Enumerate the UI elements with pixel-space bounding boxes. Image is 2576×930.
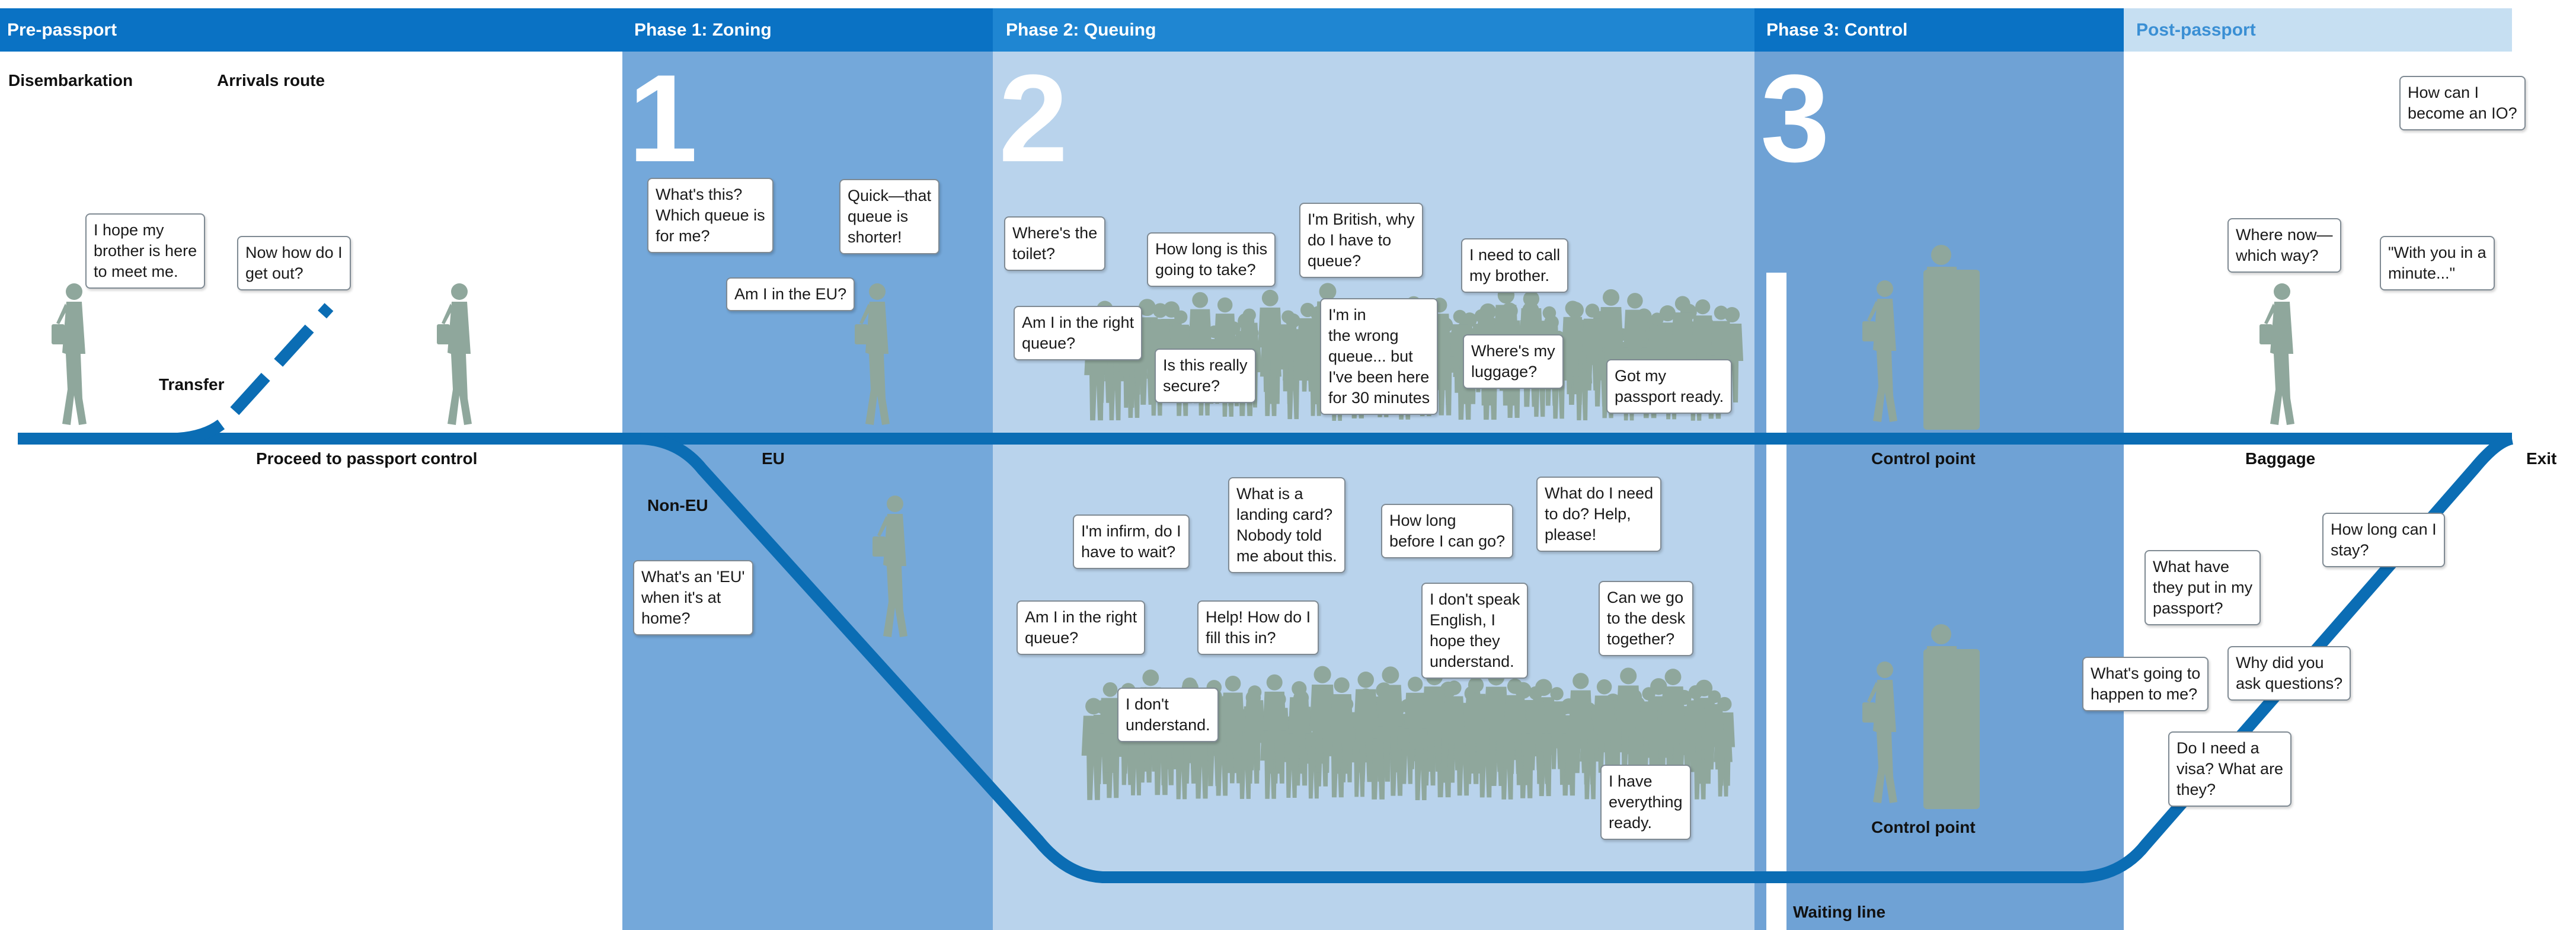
label-eu: EU — [762, 449, 785, 468]
control-barrier — [1766, 273, 1786, 930]
speech-bubble: What is a landing card? Nobody told me a… — [1228, 477, 1345, 573]
speech-bubble: How long before I can go? — [1381, 504, 1514, 558]
speech-bubble: How long can I stay? — [2322, 513, 2445, 567]
phase-header-pre: Pre-passport — [7, 20, 117, 40]
phase-header-post: Post-passport — [2136, 20, 2256, 40]
label-waiting-line: Waiting line — [1793, 903, 1886, 921]
label-transfer: Transfer — [159, 375, 225, 394]
speech-bubble: Help! How do I fill this in? — [1197, 600, 1319, 655]
speech-bubble: I don't speak English, I hope they under… — [1421, 583, 1529, 679]
speech-bubble: Is this really secure? — [1155, 349, 1256, 403]
label-disembarkation: Disembarkation — [8, 71, 133, 90]
speech-bubble: I don't understand. — [1117, 688, 1219, 742]
speech-bubble: "With you in a minute..." — [2380, 236, 2495, 290]
route-lines — [18, 303, 2514, 883]
speech-bubble: I have everything ready. — [1600, 765, 1691, 840]
speech-bubble: I'm infirm, do I have to wait? — [1073, 514, 1190, 569]
speech-bubble: Am I in the EU? — [726, 277, 855, 311]
label-arrivals-route: Arrivals route — [217, 71, 325, 90]
speech-bubble: Why did you ask questions? — [2227, 646, 2351, 701]
speech-bubble: Do I need a visa? What are they? — [2168, 731, 2292, 807]
speech-bubble: Got my passport ready. — [1606, 359, 1733, 414]
speech-bubble: I'm British, why do I have to queue? — [1299, 203, 1423, 278]
speech-bubble: Am I in the right queue? — [1017, 600, 1146, 655]
post-header-band — [2124, 8, 2512, 52]
phase-number-1: 1 — [628, 49, 698, 188]
speech-bubble: Can we go to the desk together? — [1599, 581, 1694, 656]
label-control-point-bottom: Control point — [1871, 818, 1976, 836]
speech-bubble: How long is this going to take? — [1147, 232, 1276, 287]
speech-bubble: Where's my luggage? — [1463, 334, 1564, 389]
speech-bubble: What have they put in my passport? — [2144, 550, 2261, 625]
phase-header-queuing: Phase 2: Queuing — [1006, 20, 1156, 40]
label-non-eu: Non-EU — [647, 496, 708, 514]
speech-bubble: Now how do I get out? — [237, 236, 351, 290]
label-proceed: Proceed to passport control — [256, 449, 478, 468]
speech-bubble: Where's the toilet? — [1004, 216, 1106, 271]
phase-header-zoning: Phase 1: Zoning — [634, 20, 772, 40]
label-baggage: Baggage — [2245, 449, 2316, 468]
label-control-point-top: Control point — [1871, 449, 1976, 468]
speech-bubble: I hope my brother is here to meet me. — [85, 213, 206, 289]
phase-header-control: Phase 3: Control — [1766, 20, 1908, 40]
speech-bubble: What's an 'EU' when it's at home? — [633, 560, 753, 635]
phase-number-2: 2 — [999, 49, 1068, 188]
speech-bubble: I need to call my brother. — [1461, 238, 1569, 293]
speech-bubble: Am I in the right queue? — [1014, 306, 1143, 360]
speech-bubble: What's this? Which queue is for me? — [647, 178, 774, 253]
label-exit: Exit — [2526, 449, 2557, 468]
speech-bubble: I'm in the wrong queue... but I've been … — [1320, 298, 1439, 415]
speech-bubble: Where now— which way? — [2227, 218, 2341, 273]
phase-number-3: 3 — [1760, 49, 1830, 188]
speech-bubble: Quick—that queue is shorter! — [839, 179, 940, 254]
speech-bubble: How can I become an IO? — [2399, 76, 2526, 130]
speech-bubble: What's going to happen to me? — [2082, 657, 2209, 711]
speech-bubble: What do I need to do? Help, please! — [1536, 477, 1662, 552]
